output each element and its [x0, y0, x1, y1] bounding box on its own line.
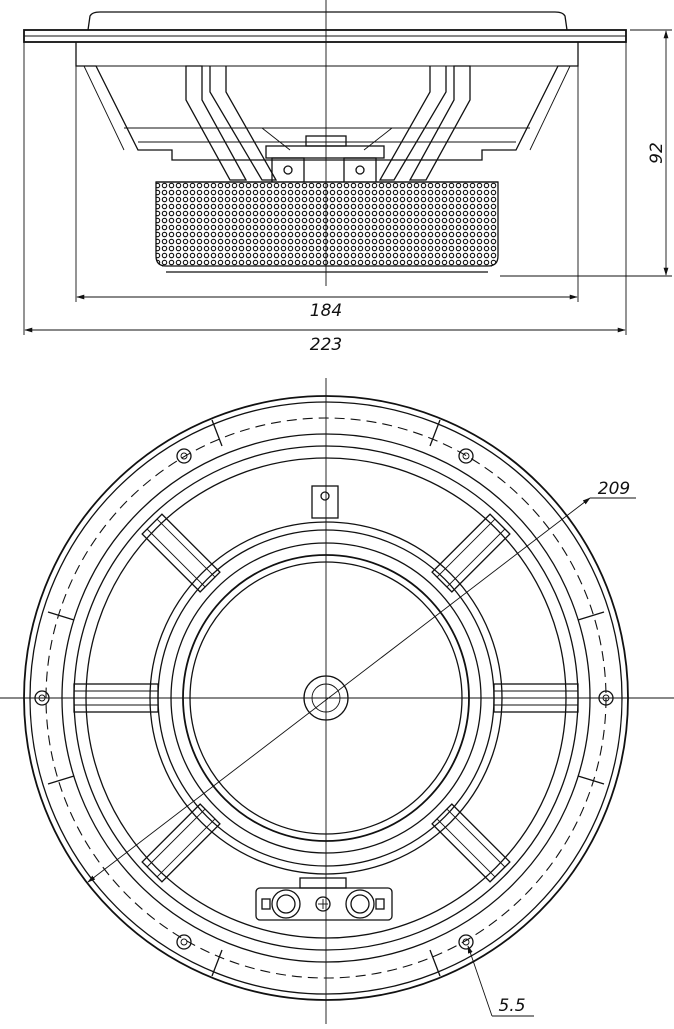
dimension-magnet-width: 184 — [76, 294, 578, 321]
dimension-label-184: 184 — [310, 301, 342, 321]
side-magnet-mesh — [155, 181, 499, 267]
side-view — [23, 0, 672, 335]
dimension-bolt-circle: 209 — [87, 479, 636, 883]
bolt-circle-dashed — [45, 417, 607, 979]
dimension-label-223: 223 — [310, 335, 342, 355]
front-view — [0, 378, 674, 1024]
side-basket-profile — [75, 42, 579, 161]
basket-spoke-upper-left — [141, 513, 221, 593]
mounting-hole-left — [34, 690, 50, 706]
basket-spoke-lower-left — [141, 803, 221, 883]
mounting-hole-lower-left — [176, 934, 192, 950]
side-basket-arm-left-2 — [209, 66, 278, 181]
dimension-label-92: 92 — [647, 142, 667, 164]
dimension-label-5-5: 5.5 — [498, 996, 525, 1016]
side-basket-arm-right-2 — [378, 66, 447, 181]
side-surround — [87, 11, 568, 31]
top-mounting-tab — [311, 485, 339, 519]
mounting-hole-upper-right — [458, 448, 474, 464]
side-basket-arm-left-1 — [185, 65, 248, 181]
frame-outer-ring — [23, 395, 629, 1001]
mounting-hole-lower-right — [458, 934, 474, 950]
basket-spoke-upper-right — [431, 513, 511, 593]
rear-terminal-block — [255, 877, 393, 921]
mounting-hole-upper-left — [176, 448, 192, 464]
dimension-overall-diameter: 223 — [24, 327, 626, 355]
dimension-label-209: 209 — [598, 479, 630, 499]
basket-spoke-lower-right — [431, 803, 511, 883]
mounting-hole-right — [598, 690, 614, 706]
dimension-hole-diameter: 5.5 — [467, 945, 534, 1017]
side-basket-arm-right-1 — [408, 65, 471, 181]
mounting-holes — [34, 448, 614, 950]
dimension-depth: 92 — [647, 30, 669, 276]
